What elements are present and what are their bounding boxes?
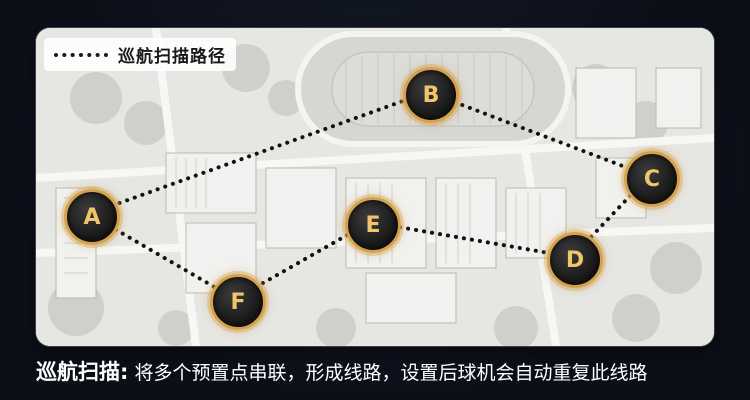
preset-point-a[interactable]: A xyxy=(64,189,120,245)
legend-dotted-line-icon xyxy=(54,52,108,57)
preset-point-b[interactable]: B xyxy=(403,67,459,123)
legend-label: 巡航扫描路径 xyxy=(118,47,226,67)
preset-point-f-label: F xyxy=(230,289,246,315)
preset-point-c[interactable]: C xyxy=(624,151,680,207)
preset-point-f[interactable]: F xyxy=(210,274,266,330)
preset-point-c-label: C xyxy=(643,166,661,192)
preset-point-a-label: A xyxy=(83,204,101,230)
caption-text: 将多个预置点串联，形成线路，设置后球机会自动重复此线路 xyxy=(128,362,648,384)
preset-point-d-label: D xyxy=(565,247,585,273)
preset-point-b-label: B xyxy=(422,82,440,108)
caption: 巡航扫描: 将多个预置点串联，形成线路，设置后球机会自动重复此线路 xyxy=(36,356,726,386)
caption-title: 巡航扫描: xyxy=(36,360,129,384)
map-legend: 巡航扫描路径 xyxy=(44,38,236,71)
map-background xyxy=(36,28,714,346)
aerial-map: 巡航扫描路径 A B C D E F xyxy=(36,28,714,346)
preset-point-e[interactable]: E xyxy=(345,197,401,253)
preset-point-e-label: E xyxy=(365,212,381,238)
preset-point-d[interactable]: D xyxy=(547,232,603,288)
